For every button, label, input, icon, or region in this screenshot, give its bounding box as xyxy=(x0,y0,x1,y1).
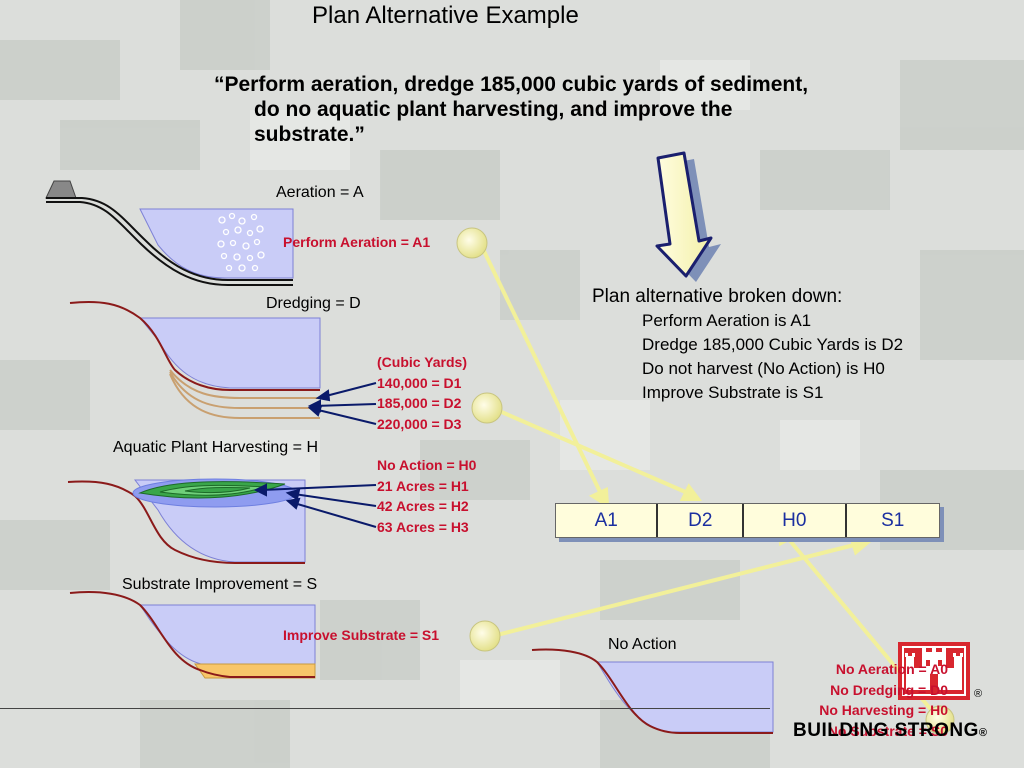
quote-line-3: substrate.” xyxy=(254,123,365,146)
code-cell-a1: A1 xyxy=(556,504,659,537)
code-cell-d2: D2 xyxy=(658,504,745,537)
footer-divider xyxy=(0,708,770,709)
footer-text: BUILDING STRONG xyxy=(793,720,979,741)
substrate-callout: Improve Substrate = S1 xyxy=(283,627,440,643)
dredging-label: Dredging = D xyxy=(266,295,361,312)
harvest-option: 42 Acres = H2 xyxy=(377,498,469,514)
dredging-option: 185,000 = D2 xyxy=(377,395,462,411)
plan-quote: “Perform aeration, dredge 185,000 cubic … xyxy=(214,72,944,147)
substrate-label: Substrate Improvement = S xyxy=(122,576,318,593)
breakdown-item: Improve Substrate is S1 xyxy=(642,383,824,402)
dredging-pointers xyxy=(307,382,377,425)
dredging-diagram xyxy=(69,300,321,419)
no-action-codes: No Aeration = A0 No Dredging = D0 No Har… xyxy=(792,659,948,741)
quote-line-2: do no aquatic plant harvesting, and impr… xyxy=(254,98,733,121)
harvest-option: No Action = H0 xyxy=(377,457,477,473)
harvest-options: No Action = H0 21 Acres = H1 42 Acres = … xyxy=(377,455,476,537)
logo-registered-mark: ® xyxy=(974,688,983,700)
plan-breakdown: Plan alternative broken down: Perform Ae… xyxy=(592,285,903,405)
slide-title: Plan Alternative Example xyxy=(312,2,579,29)
no-action-diagram xyxy=(531,648,774,734)
aeration-diagram xyxy=(45,180,294,286)
quote-line-1: “Perform aeration, dredge 185,000 cubic … xyxy=(214,73,809,96)
substrate-diagram xyxy=(69,591,316,679)
breakdown-item: Dredge 185,000 Cubic Yards is D2 xyxy=(642,335,904,354)
footer-registered-mark: ® xyxy=(978,727,988,739)
footer-building-strong: BUILDING STRONG® xyxy=(793,720,988,742)
castle-logo-icon xyxy=(898,642,970,700)
plan-code-box: A1 D2 H0 S1 xyxy=(555,503,940,538)
down-arrow-icon xyxy=(655,151,721,282)
dredging-option: 220,000 = D3 xyxy=(377,415,462,432)
no-action-code: No Dredging = D0 xyxy=(830,681,948,698)
code-cell-s1: S1 xyxy=(881,509,905,531)
breakdown-title: Plan alternative broken down: xyxy=(592,286,843,307)
no-action-code: No Harvesting = H0 xyxy=(819,702,948,718)
no-action-label: No Action xyxy=(608,636,677,653)
harvest-option: 63 Acres = H3 xyxy=(377,518,469,535)
dredging-option: 140,000 = D1 xyxy=(377,374,462,391)
breakdown-item: Do not harvest (No Action) is H0 xyxy=(642,359,885,378)
aeration-callout: Perform Aeration = A1 xyxy=(283,234,431,250)
no-action-code: No Aeration = A0 xyxy=(835,661,948,677)
harvesting-pointers xyxy=(253,483,377,528)
harvesting-diagram xyxy=(67,478,306,564)
gauge-station-icon xyxy=(45,180,77,199)
aeration-label: Aeration = A xyxy=(276,184,364,201)
code-cell-h0: H0 xyxy=(744,504,847,537)
breakdown-item: Perform Aeration is A1 xyxy=(642,311,812,330)
no-action-code: No Substrate = S0 xyxy=(827,722,948,739)
harvest-option: 21 Acres = H1 xyxy=(377,477,469,494)
dredging-option: (Cubic Yards) xyxy=(377,354,467,370)
dredging-options: (Cubic Yards) 140,000 = D1 185,000 = D2 … xyxy=(377,352,467,434)
connector-knobs xyxy=(456,227,955,735)
harvest-label: Aquatic Plant Harvesting = H xyxy=(113,439,318,456)
